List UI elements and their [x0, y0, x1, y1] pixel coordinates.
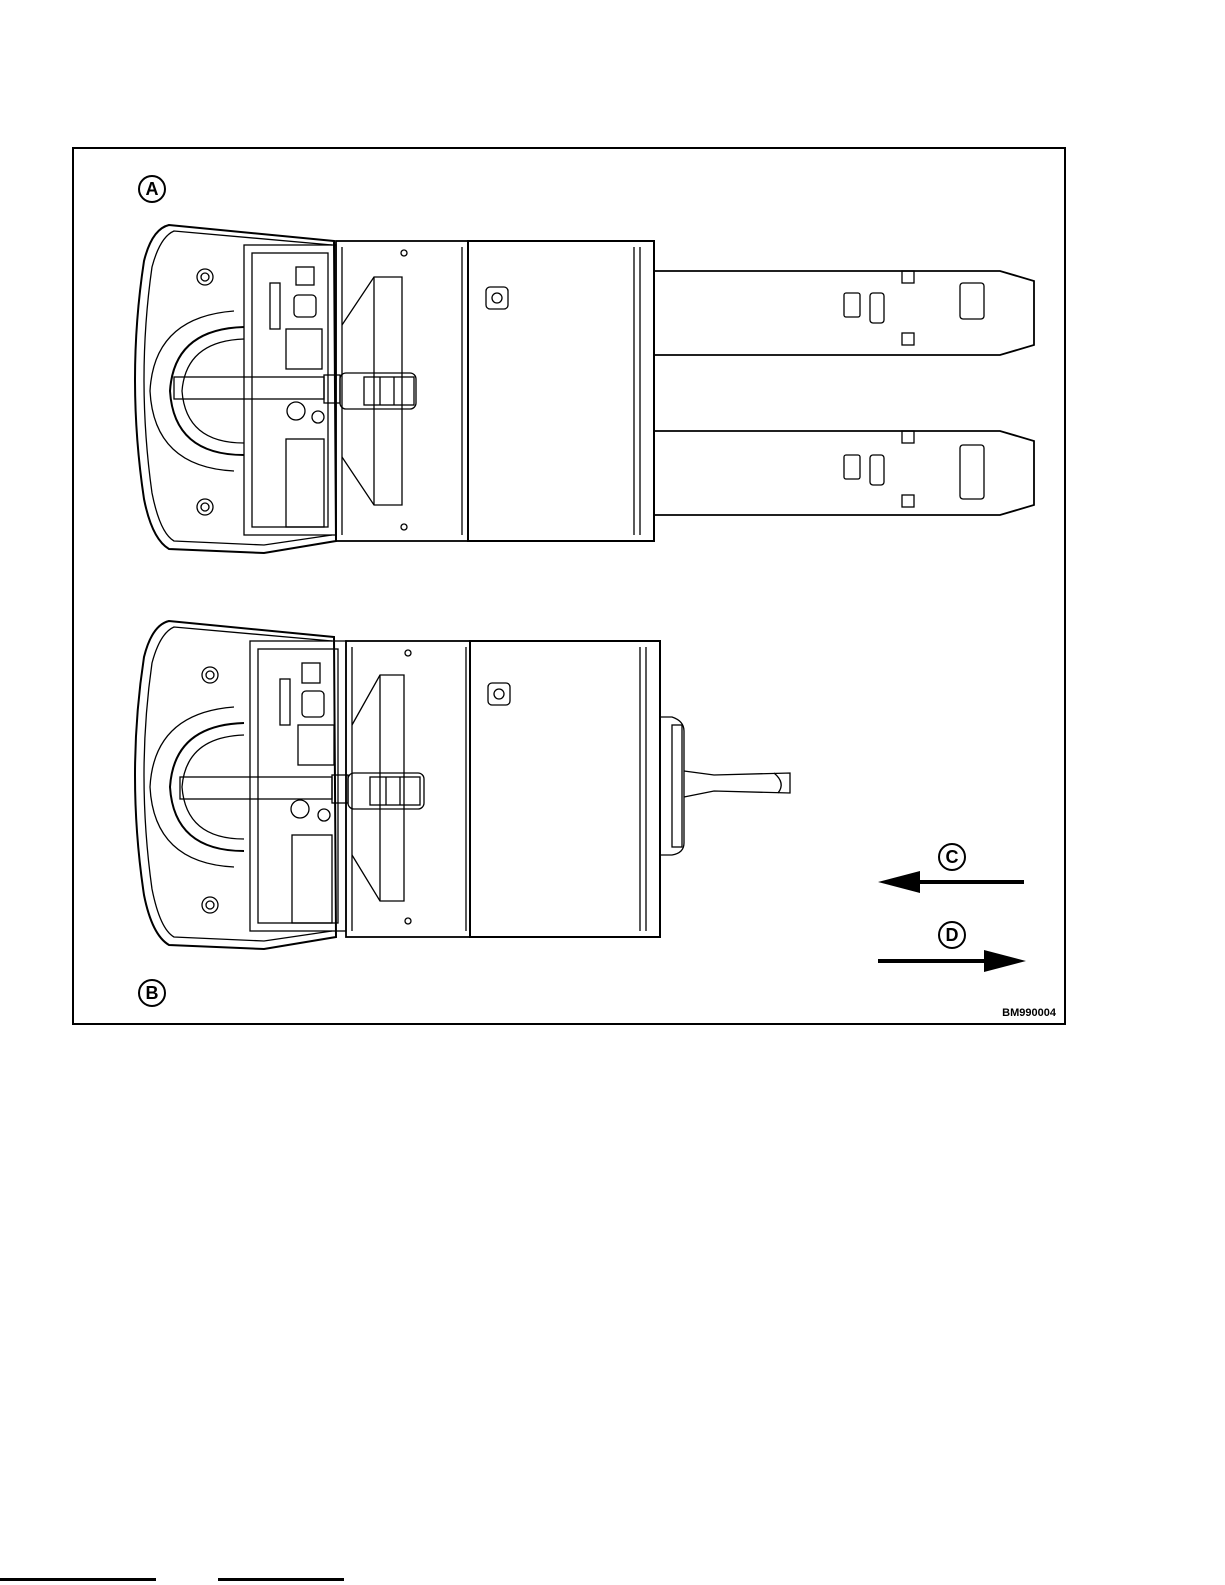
arrow-left-head: [878, 871, 920, 893]
truck-b-drawing: [135, 621, 790, 949]
truck-b-bumper: [135, 621, 336, 949]
callout-c: C: [938, 843, 966, 871]
arrow-right-head: [984, 950, 1026, 972]
callout-b: B: [138, 979, 166, 1007]
figure-frame: A B C D BM990004: [72, 147, 1066, 1025]
scan-strip: [0, 1578, 156, 1581]
truck-b-tow-bar: [684, 771, 790, 797]
scan-strip: [218, 1578, 344, 1581]
figure-id: BM990004: [1002, 1007, 1056, 1019]
truck-a-drawing: [135, 225, 1034, 553]
truck-drawing: [74, 149, 1064, 1023]
callout-d: D: [938, 921, 966, 949]
callout-a: A: [138, 175, 166, 203]
truck-a-bumper: [135, 225, 336, 553]
